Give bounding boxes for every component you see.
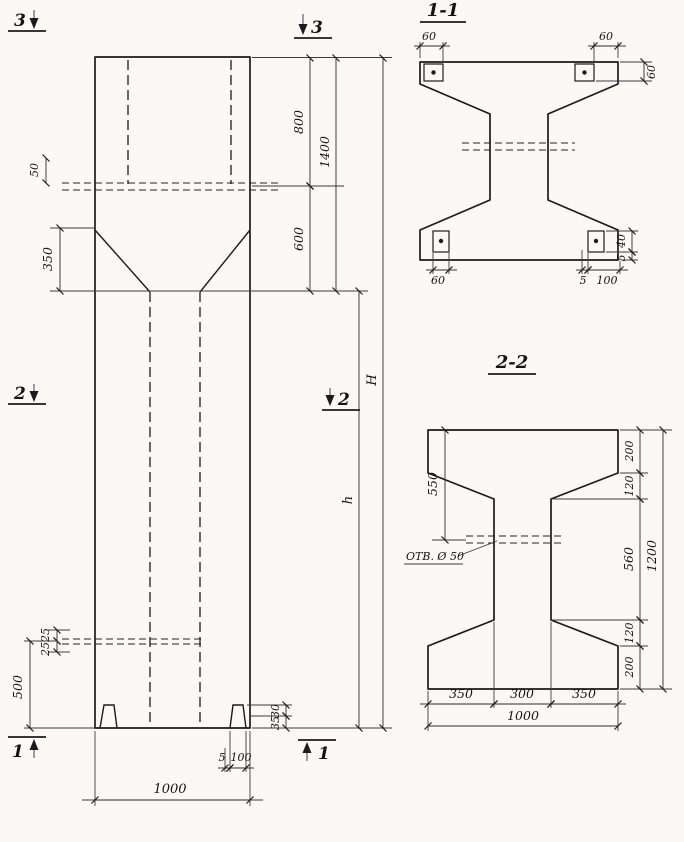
embed-plate-top-right xyxy=(574,63,595,82)
dim-350-right-label: 350 xyxy=(572,686,596,701)
dim-h-label: h xyxy=(341,496,356,504)
hole-leader-line xyxy=(457,540,498,557)
dim-1200-label: 1200 xyxy=(644,540,659,572)
elevation-view: 3 3 2 2 1 1 xyxy=(8,10,392,806)
dim-foot-gap-label: 5 xyxy=(219,751,226,764)
dim-1400-label: 1400 xyxy=(317,136,332,168)
anchor-dot-bottom-left xyxy=(438,238,444,244)
cut-marker-1-left: 1 xyxy=(8,736,46,762)
column-outline xyxy=(94,56,251,729)
section-1-1-dimensions: 60 60 60 60 5 100 xyxy=(414,30,658,287)
dim-5-side-label: 5 xyxy=(615,255,628,262)
dim-300-label: 300 xyxy=(510,686,534,701)
dim-60-bottom-label: 60 xyxy=(431,274,445,287)
cut-marker-2-right: 2 xyxy=(322,388,360,411)
cut-marker-1-right: 1 xyxy=(298,739,336,764)
anchor-dot-top-left xyxy=(431,70,436,75)
dim-100-bottom-label: 100 xyxy=(597,274,618,287)
taper-right xyxy=(199,229,251,293)
cut-label-2-right: 2 xyxy=(337,390,350,410)
dim-550-label: 550 xyxy=(425,472,440,496)
hole-label: ОТВ. Ø 50 xyxy=(406,550,464,563)
section-1-1-title: 1-1 xyxy=(427,0,460,21)
cut-label-1-left: 1 xyxy=(12,742,24,762)
cut-marker-3-right: 3 xyxy=(294,14,332,39)
section-1-1-view: 1-1 60 60 60 xyxy=(414,0,658,287)
dim-60-top-right-label: 60 xyxy=(599,30,613,43)
dim-200-top-label: 200 xyxy=(623,441,636,463)
section-2-2-outline xyxy=(427,429,619,690)
dim-25b-label: 25 xyxy=(39,642,52,657)
dim-500-label: 500 xyxy=(10,675,25,699)
right-foot xyxy=(229,704,247,729)
anchor-dot-top-right xyxy=(582,70,587,75)
cut-label-2-left: 2 xyxy=(13,384,26,404)
dim-foot-lower-label: 35 xyxy=(269,716,282,730)
dim-120-bottom-label: 120 xyxy=(623,623,636,644)
anchor-dot-bottom-right xyxy=(593,238,599,244)
dim-50-label: 50 xyxy=(28,163,41,177)
cut-marker-2-left: 2 xyxy=(8,384,46,405)
embed-plate-top-left xyxy=(423,63,444,82)
taper-left xyxy=(94,229,151,293)
dim-560-label: 560 xyxy=(621,547,636,571)
embed-plate-bottom-right xyxy=(587,230,605,253)
section-2-2-view: 2-2 ОТВ. Ø 50 550 200 120 560 120 xyxy=(404,352,672,731)
elevation-bottom-dimensions: 1000 5 100 30 35 xyxy=(82,701,292,806)
embed-plate-bottom-left xyxy=(432,230,450,253)
dim-350-label: 350 xyxy=(40,247,55,271)
dim-600-label: 600 xyxy=(291,227,306,251)
cut-label-1-right: 1 xyxy=(318,744,330,764)
section-2-2-title: 2-2 xyxy=(495,352,529,373)
dim-200-bottom-label: 200 xyxy=(623,657,636,679)
dim-H-label: H xyxy=(365,374,380,387)
cut-label-3-right: 3 xyxy=(311,18,323,38)
dim-800-label: 800 xyxy=(291,110,306,134)
dim-60-top-left-label: 60 xyxy=(422,30,436,43)
elevation-left-dimensions: 50 350 25 25 500 xyxy=(10,154,96,732)
dim-foot-width-label: 100 xyxy=(231,751,252,764)
dim-120-top-label: 120 xyxy=(623,476,636,497)
elevation-right-dimensions: 800 600 1400 h H xyxy=(50,54,392,732)
dim-foot-upper-label: 30 xyxy=(269,704,282,718)
cut-marker-3-left: 3 xyxy=(8,10,46,32)
dim-25a-label: 25 xyxy=(39,628,52,643)
dim-5-bottom-label: 5 xyxy=(580,274,587,287)
dim-1000-label: 1000 xyxy=(153,782,186,797)
section-1-1-outline xyxy=(419,61,619,261)
dim-60-right-label: 60 xyxy=(645,65,658,79)
dim-1000-section-label: 1000 xyxy=(507,708,539,723)
cut-label-3-left: 3 xyxy=(14,11,26,31)
dim-40-side-label: 40 xyxy=(615,234,628,249)
left-foot xyxy=(99,704,118,729)
dim-350-left-label: 350 xyxy=(449,686,473,701)
section-2-2-dimensions: 550 200 120 560 120 200 1200 xyxy=(420,426,672,731)
